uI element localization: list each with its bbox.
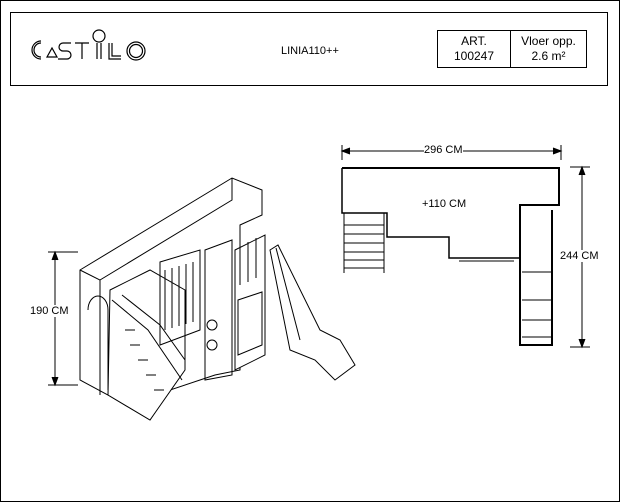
floor-area-value: 2.6 m² bbox=[531, 49, 566, 63]
product-title: LINIA110++ bbox=[281, 45, 339, 57]
title-block: LINIA110++ ART. 100247 Vloer opp. 2.6 m² bbox=[10, 12, 608, 86]
isometric-view bbox=[79, 177, 356, 421]
height-dimension bbox=[48, 250, 78, 387]
article-label: ART. bbox=[461, 34, 487, 48]
top-plan-view bbox=[340, 145, 590, 349]
article-number: 100247 bbox=[453, 49, 495, 63]
height-label: 190 CM bbox=[30, 305, 69, 317]
width-label: 296 CM bbox=[424, 144, 463, 156]
platform-height-label: +110 CM bbox=[422, 198, 467, 210]
depth-label: 244 CM bbox=[560, 250, 599, 262]
castilo-logo bbox=[31, 29, 146, 61]
floor-area-box: Vloer opp. 2.6 m² bbox=[510, 30, 587, 68]
floor-area-label: Vloer opp. bbox=[521, 34, 576, 48]
